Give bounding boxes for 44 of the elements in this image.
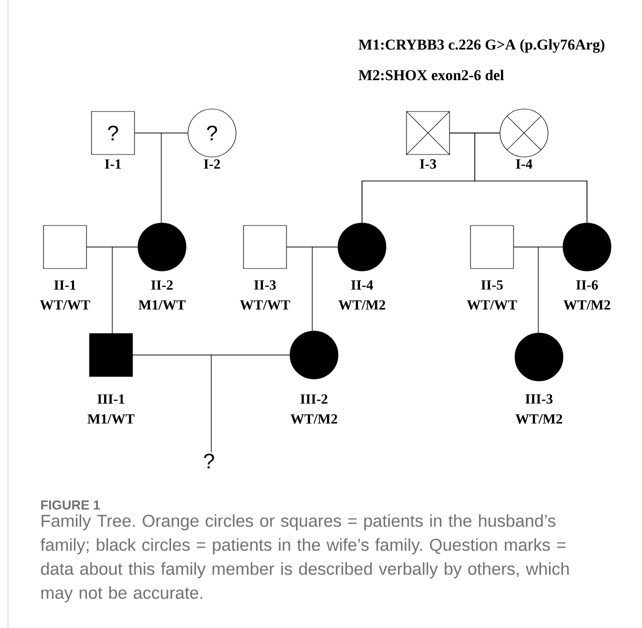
circle-symbol [562,222,612,272]
genotype-label: M1/WT [138,300,186,310]
genotype-label: WT/WT [40,300,90,310]
circle-symbol [514,332,564,382]
individual-id: III-1 [97,394,124,404]
individual-id: III-2 [300,394,328,404]
descent-line [474,132,588,223]
genotype-label: WT/M2 [290,414,338,424]
individual-id: II-4 [351,280,374,290]
genotype-label: WT/WT [466,300,518,310]
individual-id: II-6 [576,280,598,290]
descent-line [210,354,290,453]
genotype-label: WT/M2 [515,414,562,424]
square-symbol [406,110,450,156]
circle-symbol [338,222,386,272]
figure-number: FIGURE 1 [41,500,100,510]
legend-text: M1:CRYBB3 c.226 G>A (p.Gly76Arg) [358,39,604,53]
square-symbol [243,225,287,269]
individual-id: I-4 [516,159,532,169]
descent-line [312,246,338,331]
legend-text: M2:SHOX exon2-6 del [358,70,504,80]
individual-id: II-2 [151,280,173,290]
individual-id: II-3 [254,280,276,290]
descent-line [538,246,563,333]
individual-id: III-3 [525,394,553,404]
question-mark: ? [204,454,214,468]
genotype-label: WT/M2 [338,300,386,310]
individual-id: II-5 [481,280,503,290]
genotype-label: WT/WT [240,300,290,310]
square-symbol [89,333,133,377]
caption: Family Tree. Orange circles or squares = patients in the husband’s family; black circles = patients in the wife’s family. Question marks = data about this family member is described verbally by others, which may not be accurate. [40,514,569,602]
individual-id: II-1 [54,280,76,290]
individual-id: I-1 [104,159,121,169]
genotype-label: WT/M2 [563,300,610,310]
individual-id: I-3 [420,159,436,169]
circle-symbol [500,108,548,158]
descent-line [160,132,188,223]
circle-symbol [290,330,338,380]
genotype-label: M1/WT [88,414,135,424]
descent-line [112,246,138,334]
individual-id: I-2 [204,159,220,169]
circle-symbol [138,222,186,272]
square-symbol [470,225,514,269]
square-symbol [43,225,87,269]
